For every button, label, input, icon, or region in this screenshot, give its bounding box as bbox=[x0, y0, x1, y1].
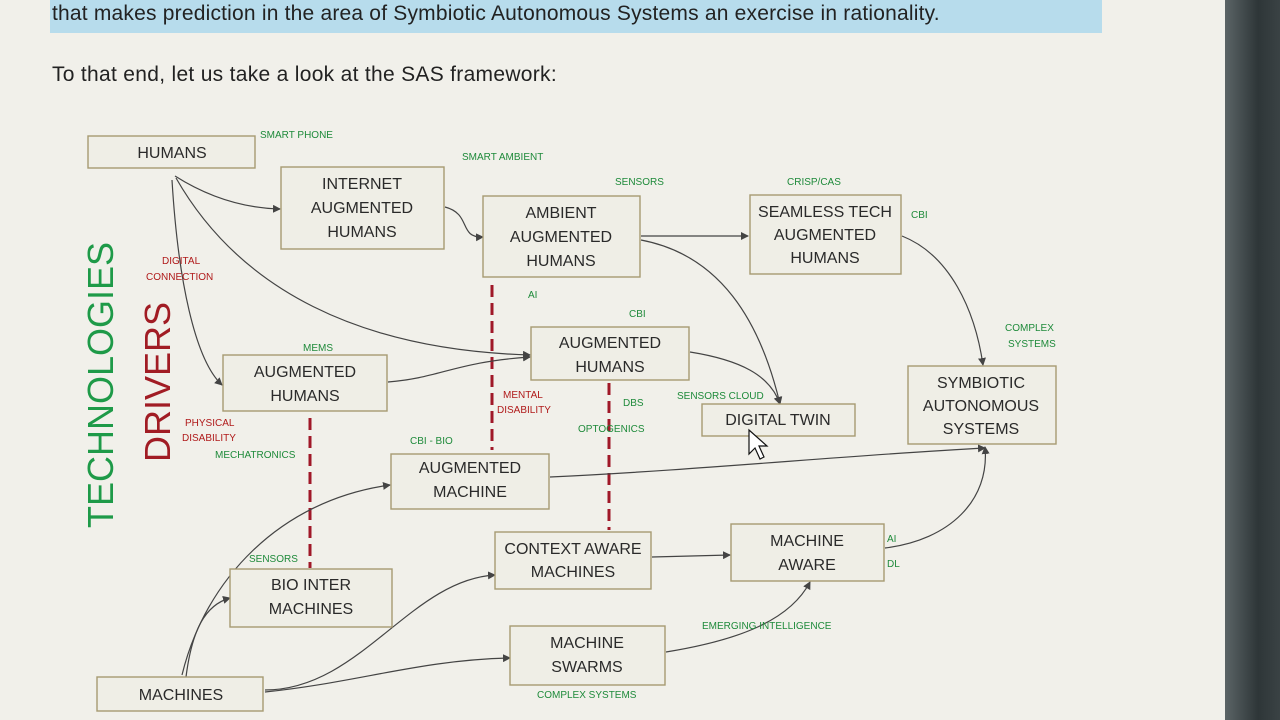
svg-text:HUMANS: HUMANS bbox=[270, 388, 339, 405]
svg-text:SEAMLESS TECH: SEAMLESS TECH bbox=[758, 204, 892, 221]
arrow-machineaware-sas bbox=[884, 446, 990, 549]
label-digital: DIGITAL bbox=[162, 256, 201, 267]
label-mental-disability: DISABILITY bbox=[497, 405, 551, 416]
svg-text:AUGMENTED: AUGMENTED bbox=[311, 200, 413, 217]
box-humans: HUMANS bbox=[87, 135, 256, 169]
svg-text:BIO INTER: BIO INTER bbox=[271, 577, 351, 594]
box-machines: MACHINES bbox=[96, 676, 264, 712]
arrow-augleft-augmid bbox=[387, 353, 531, 383]
svg-text:CONTEXT AWARE: CONTEXT AWARE bbox=[504, 541, 641, 558]
box-digital-twin: DIGITAL TWIN bbox=[701, 403, 856, 437]
text-highlight bbox=[50, 0, 1102, 33]
svg-text:HUMANS: HUMANS bbox=[137, 145, 206, 162]
label-sensors-top: SENSORS bbox=[615, 177, 664, 188]
arrow-machines-bio bbox=[185, 596, 231, 678]
label-emerging-intelligence: EMERGING INTELLIGENCE bbox=[702, 621, 832, 632]
drivers-label: DRIVERS bbox=[137, 302, 178, 462]
box-augmented-humans-center: AUGMENTED HUMANS bbox=[530, 326, 690, 381]
label-physical-disability: DISABILITY bbox=[182, 433, 236, 444]
box-augmented-machine: AUGMENTED MACHINE bbox=[390, 453, 550, 510]
arrow-humans-augleft bbox=[171, 179, 223, 386]
box-symbiotic-autonomous-systems: SYMBIOTIC AUTONOMOUS SYSTEMS bbox=[907, 365, 1057, 445]
monitor-bezel bbox=[1225, 0, 1280, 720]
label-cbi-bio: CBI - BIO bbox=[410, 436, 453, 447]
svg-text:INTERNET: INTERNET bbox=[322, 176, 402, 193]
svg-text:AUTONOMOUS: AUTONOMOUS bbox=[923, 398, 1039, 415]
box-context-aware-machines: CONTEXT AWARE MACHINES bbox=[494, 531, 652, 590]
label-optogenics: OPTOGENICS bbox=[578, 424, 645, 435]
sas-framework-diagram: TECHNOLOGIES DRIVERS HUMANS INTERNET bbox=[80, 130, 1057, 712]
box-seamless-tech-augmented-humans: SEAMLESS TECH AUGMENTED HUMANS bbox=[749, 194, 902, 275]
svg-text:AUGMENTED: AUGMENTED bbox=[774, 227, 876, 244]
svg-text:HUMANS: HUMANS bbox=[327, 224, 396, 241]
svg-text:DIGITAL TWIN: DIGITAL TWIN bbox=[725, 412, 830, 429]
svg-text:HUMANS: HUMANS bbox=[575, 359, 644, 376]
svg-text:MACHINES: MACHINES bbox=[139, 687, 223, 704]
svg-text:AUGMENTED: AUGMENTED bbox=[419, 460, 521, 477]
arrow-machines-context bbox=[264, 571, 496, 691]
label-sensors-cloud: SENSORS CLOUD bbox=[677, 391, 764, 402]
arrow-augmachine-sas bbox=[549, 444, 986, 478]
svg-text:AUGMENTED: AUGMENTED bbox=[254, 364, 356, 381]
box-bio-inter-machines: BIO INTER MACHINES bbox=[229, 568, 393, 628]
arrow-context-machineaware bbox=[651, 551, 731, 560]
label-physical: PHYSICAL bbox=[185, 418, 235, 429]
label-smart-phone: SMART PHONE bbox=[260, 130, 333, 141]
arrow-seamless-sas bbox=[901, 235, 986, 366]
mouse-cursor-icon bbox=[748, 428, 769, 460]
label-mechatronics: MECHATRONICS bbox=[215, 450, 296, 461]
arrow-humans-augmid bbox=[175, 177, 531, 359]
arrow-humans-internet bbox=[174, 175, 281, 213]
svg-text:AWARE: AWARE bbox=[778, 557, 835, 574]
arrow-internet-ambient bbox=[444, 206, 484, 242]
arrow-machines-swarms bbox=[264, 654, 511, 693]
box-machine-aware: MACHINE AWARE bbox=[730, 523, 885, 582]
intro-paragraph-line[interactable]: To that end, let us take a look at the S… bbox=[52, 63, 557, 86]
label-ai-right: AI bbox=[887, 534, 896, 545]
label-mental: MENTAL bbox=[503, 390, 543, 401]
label-cbi-center: CBI bbox=[629, 309, 646, 320]
svg-text:MACHINES: MACHINES bbox=[269, 601, 353, 618]
label-smart-ambient: SMART AMBIENT bbox=[462, 152, 543, 163]
label-dl-right: DL bbox=[887, 559, 900, 570]
label-mems: MEMS bbox=[303, 343, 333, 354]
arrow-augmid-twin bbox=[689, 351, 782, 405]
svg-text:HUMANS: HUMANS bbox=[526, 253, 595, 270]
arrow-ambient-twin bbox=[640, 239, 783, 405]
label-systems: SYSTEMS bbox=[1008, 339, 1056, 350]
svg-text:HUMANS: HUMANS bbox=[790, 250, 859, 267]
svg-text:MACHINE: MACHINE bbox=[550, 635, 624, 652]
svg-text:SYMBIOTIC: SYMBIOTIC bbox=[937, 375, 1025, 392]
label-connection: CONNECTION bbox=[146, 272, 213, 283]
label-complex: COMPLEX bbox=[1005, 323, 1054, 334]
svg-text:MACHINE: MACHINE bbox=[770, 533, 844, 550]
box-augmented-humans-left: AUGMENTED HUMANS bbox=[222, 354, 388, 412]
arrow-swarms-machineaware bbox=[665, 581, 811, 653]
box-ambient-augmented-humans: AMBIENT AUGMENTED HUMANS bbox=[482, 195, 641, 278]
label-sensors-bio: SENSORS bbox=[249, 554, 298, 565]
box-internet-augmented-humans: INTERNET AUGMENTED HUMANS bbox=[280, 166, 445, 250]
label-complex-systems: COMPLEX SYSTEMS bbox=[537, 690, 637, 701]
svg-text:AMBIENT: AMBIENT bbox=[525, 205, 596, 222]
svg-text:AUGMENTED: AUGMENTED bbox=[510, 229, 612, 246]
label-ai-center: AI bbox=[528, 290, 537, 301]
box-machine-swarms: MACHINE SWARMS bbox=[509, 625, 666, 686]
screen: that makes prediction in the area of Sym… bbox=[0, 0, 1225, 720]
svg-text:MACHINES: MACHINES bbox=[531, 564, 615, 581]
svg-text:SWARMS: SWARMS bbox=[551, 659, 622, 676]
label-cbi-seamless: CBI bbox=[911, 210, 928, 221]
label-crisp-cas: CRISP/CAS bbox=[787, 177, 841, 188]
label-dbs: DBS bbox=[623, 398, 644, 409]
highlighted-paragraph-line[interactable]: that makes prediction in the area of Sym… bbox=[52, 2, 940, 25]
svg-text:MACHINE: MACHINE bbox=[433, 484, 507, 501]
svg-text:AUGMENTED: AUGMENTED bbox=[559, 335, 661, 352]
technologies-label: TECHNOLOGIES bbox=[80, 242, 121, 528]
svg-text:SYSTEMS: SYSTEMS bbox=[943, 421, 1019, 438]
